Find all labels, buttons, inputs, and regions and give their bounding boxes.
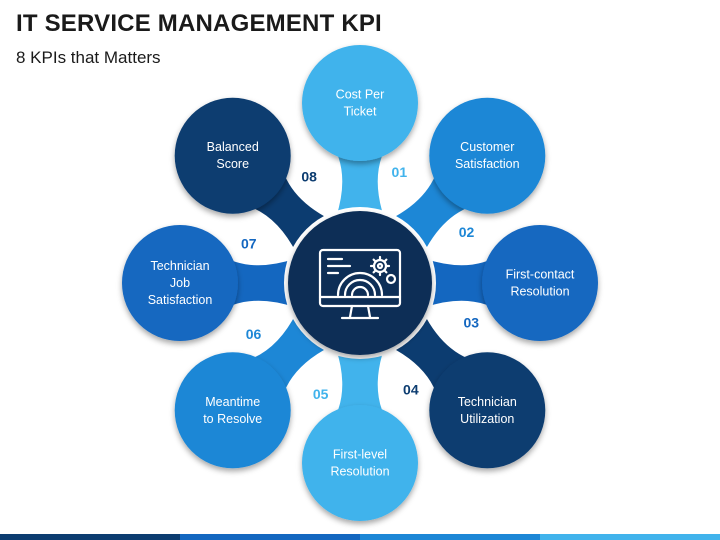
kpi-label-07: Satisfaction bbox=[148, 293, 213, 307]
footer-color-bar bbox=[0, 534, 720, 540]
kpi-label-08: Balanced bbox=[207, 140, 259, 154]
kpi-label-06: Meantime bbox=[205, 395, 260, 409]
kpi-label-01: Ticket bbox=[344, 105, 377, 119]
kpi-number-08: 08 bbox=[301, 169, 317, 185]
kpi-label-01: Cost Per bbox=[336, 88, 385, 102]
kpi-label-04: Utilization bbox=[460, 412, 514, 426]
kpi-label-07: Technician bbox=[150, 259, 209, 273]
kpi-circle-06 bbox=[174, 352, 291, 469]
kpi-number-01: 01 bbox=[392, 164, 408, 180]
kpi-circle-04 bbox=[429, 352, 546, 469]
kpi-label-02: Satisfaction bbox=[455, 157, 520, 171]
kpi-label-05: Resolution bbox=[330, 465, 389, 479]
kpi-circle-05 bbox=[302, 405, 418, 521]
kpi-number-03: 03 bbox=[463, 314, 479, 330]
kpi-number-06: 06 bbox=[246, 326, 262, 342]
page-subtitle: 8 KPIs that Matters bbox=[16, 48, 161, 67]
kpi-circle-07 bbox=[122, 225, 238, 341]
monitor-dashboard-gear-icon bbox=[318, 248, 402, 320]
page-title: IT SERVICE MANAGEMENT KPI bbox=[16, 10, 382, 37]
footer-segment bbox=[540, 534, 720, 540]
kpi-circle-03 bbox=[482, 225, 598, 341]
kpi-label-06: to Resolve bbox=[203, 412, 262, 426]
kpi-number-05: 05 bbox=[313, 386, 329, 402]
kpi-label-04: Technician bbox=[458, 395, 517, 409]
kpi-label-05: First-level bbox=[333, 448, 387, 462]
kpi-number-04: 04 bbox=[403, 381, 419, 397]
kpi-number-02: 02 bbox=[459, 224, 475, 240]
kpi-label-08: Score bbox=[216, 157, 249, 171]
kpi-circle-01 bbox=[302, 45, 418, 161]
kpi-number-07: 07 bbox=[241, 236, 257, 252]
kpi-label-02: Customer bbox=[460, 140, 514, 154]
kpi-label-03: Resolution bbox=[510, 285, 569, 299]
footer-segment bbox=[0, 534, 180, 540]
center-hub bbox=[284, 207, 436, 359]
kpi-circle-02 bbox=[429, 97, 546, 214]
footer-segment bbox=[180, 534, 360, 540]
footer-segment bbox=[360, 534, 540, 540]
center-circle bbox=[288, 211, 432, 355]
kpi-circle-08 bbox=[174, 97, 291, 214]
kpi-label-07: Job bbox=[170, 276, 190, 290]
kpi-circles-group: Cost PerTicketCustomerSatisfactionFirst-… bbox=[122, 45, 598, 521]
kpi-label-03: First-contact bbox=[506, 268, 575, 282]
